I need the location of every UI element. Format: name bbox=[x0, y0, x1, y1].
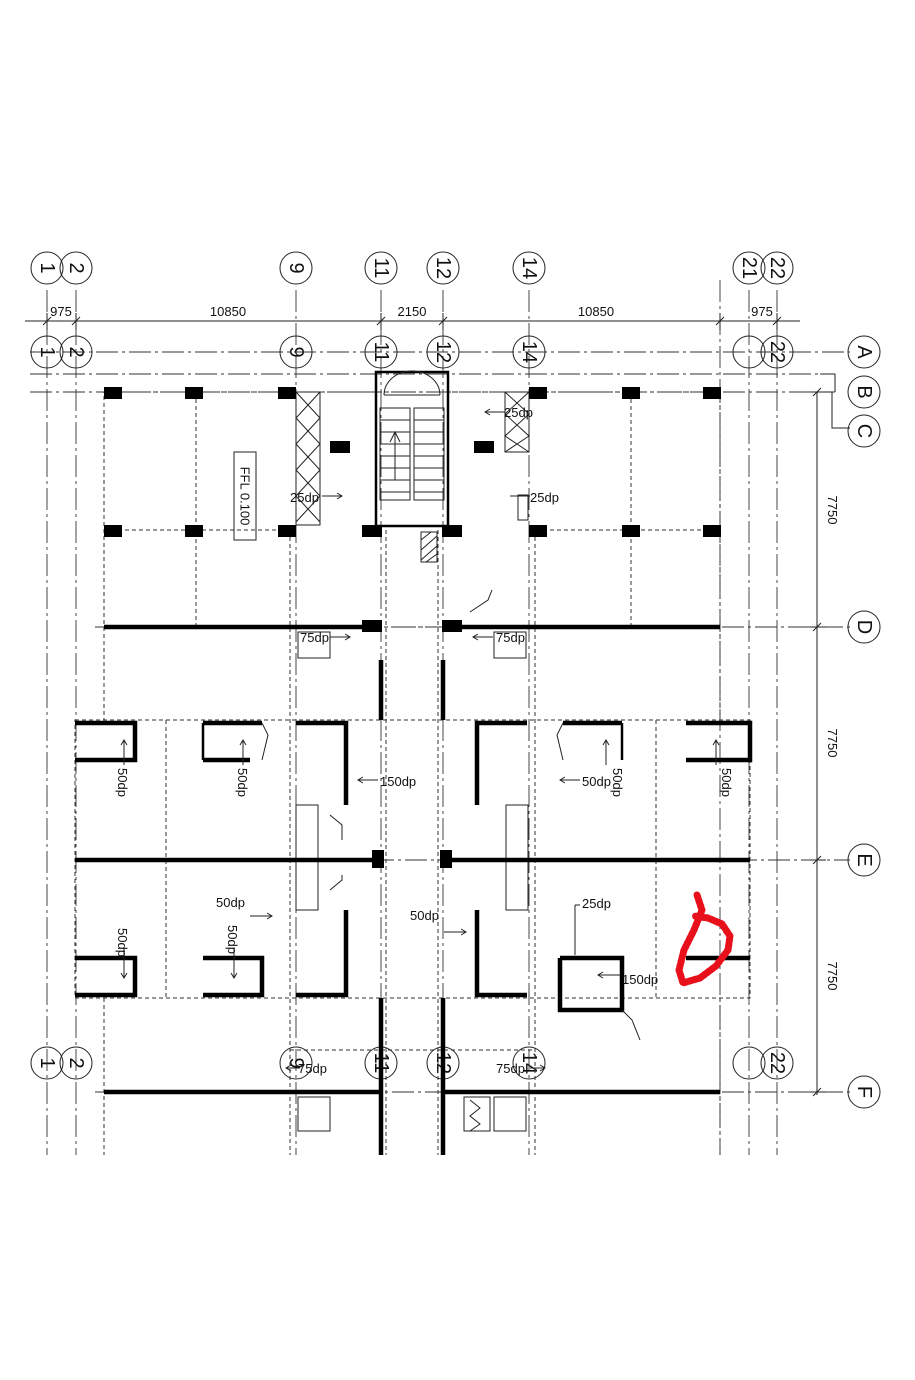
dim-7750-ef: 7750 bbox=[825, 962, 840, 991]
column-grid-lines bbox=[46, 280, 778, 1155]
door-swings bbox=[261, 589, 641, 1041]
bubble-col-11-row2: 11 bbox=[370, 342, 392, 363]
bubble-col-1-lower: 1 bbox=[36, 1057, 58, 1068]
column-bubbles-lower: 1 2 9 11 12 14 22 bbox=[30, 1046, 794, 1080]
note-50dp-left-outer: 50dp bbox=[115, 768, 130, 797]
dim-975-right: 975 bbox=[751, 304, 773, 319]
bubble-col-2-lower: 2 bbox=[65, 1057, 87, 1068]
note-50dp-corridor: 50dp bbox=[410, 908, 439, 923]
bubble-col-9-row2: 9 bbox=[285, 346, 307, 357]
dim-7750-de: 7750 bbox=[825, 729, 840, 758]
note-25dp-right-shaft: 25dp bbox=[530, 490, 559, 505]
top-dimension-chain: 975 10850 2150 10850 975 bbox=[25, 304, 800, 330]
bubble-col-2-row2: 2 bbox=[65, 346, 87, 357]
row-bubbles: A B C D E F bbox=[847, 335, 881, 1109]
note-25dp-left-shaft: 25dp bbox=[290, 490, 319, 505]
handwritten-markup-d: D bbox=[675, 891, 734, 987]
bubble-col-9-lower: 9 bbox=[285, 1057, 307, 1068]
floor-level-tag: FFL 0.100 bbox=[233, 451, 257, 541]
bubble-row-b: B bbox=[853, 385, 875, 398]
bubble-row-a: A bbox=[853, 345, 875, 359]
bubble-col-1-row2: 1 bbox=[36, 346, 58, 357]
dim-975-left: 975 bbox=[50, 304, 72, 319]
note-50dp-lower-inner: 50dp bbox=[225, 925, 240, 954]
dim-7750-ad: 7750 bbox=[825, 496, 840, 525]
bubble-row-c: C bbox=[853, 424, 875, 438]
bubble-col-11-top: 11 bbox=[370, 258, 392, 279]
bubble-row-f: F bbox=[853, 1086, 875, 1098]
ffl-label: FFL 0.100 bbox=[238, 467, 253, 526]
dim-10850-left: 10850 bbox=[210, 304, 246, 319]
note-50dp-left-inner: 50dp bbox=[235, 768, 250, 797]
note-75dp-left: 75dp bbox=[300, 630, 329, 645]
drop-notes: 25dp 25dp 25dp 75dp 75dp 50dp 50dp 150dp… bbox=[115, 405, 734, 1076]
stair-core bbox=[374, 370, 450, 563]
note-50dp-lower-left: 50dp bbox=[216, 895, 245, 910]
note-25dp-top-right: 25dp bbox=[504, 405, 533, 420]
bubble-row-e: E bbox=[853, 853, 875, 866]
note-150dp-left: 150dp bbox=[380, 774, 416, 789]
note-50dp-right-inner-b: 50dp bbox=[610, 768, 625, 797]
bubble-col-2-top: 2 bbox=[65, 262, 87, 273]
note-150dp-lower: 150dp bbox=[622, 972, 658, 987]
note-50dp-right-inner-a: 50dp bbox=[582, 774, 611, 789]
bubble-col-1-top: 1 bbox=[36, 262, 58, 273]
right-dimension-chain: 7750 7750 7750 bbox=[810, 387, 840, 1097]
note-75dp-bottom-left: 75dp bbox=[298, 1061, 327, 1076]
column-bubbles-row2: 1 2 9 11 12 14 22 bbox=[30, 335, 794, 369]
wall-lines bbox=[75, 624, 753, 1155]
bubble-col-22-lower: 22 bbox=[766, 1052, 788, 1074]
note-50dp-lower-outer: 50dp bbox=[115, 928, 130, 957]
bubble-row-d: D bbox=[853, 620, 875, 634]
bubble-col-12-top: 12 bbox=[432, 257, 454, 279]
bubble-col-12-row2: 12 bbox=[432, 341, 454, 363]
hatched-shafts bbox=[295, 391, 530, 1132]
dim-10850-right: 10850 bbox=[578, 304, 614, 319]
bubble-col-21-top: 21 bbox=[738, 257, 760, 279]
note-50dp-right-outer: 50dp bbox=[719, 768, 734, 797]
bubble-col-14-top: 14 bbox=[518, 257, 540, 279]
bubble-col-22-row2: 22 bbox=[766, 341, 788, 363]
column-bubbles-top: 1 2 9 11 12 14 21 22 bbox=[30, 251, 794, 285]
note-75dp-bottom-right: 75dp bbox=[496, 1061, 525, 1076]
dim-2150: 2150 bbox=[398, 304, 427, 319]
note-75dp-right: 75dp bbox=[496, 630, 525, 645]
bubble-col-14-row2: 14 bbox=[518, 341, 540, 363]
bubble-col-9-top: 9 bbox=[285, 262, 307, 273]
bubble-col-22-top: 22 bbox=[766, 257, 788, 279]
note-25dp-lower-right: 25dp bbox=[582, 896, 611, 911]
structural-columns bbox=[104, 387, 721, 868]
